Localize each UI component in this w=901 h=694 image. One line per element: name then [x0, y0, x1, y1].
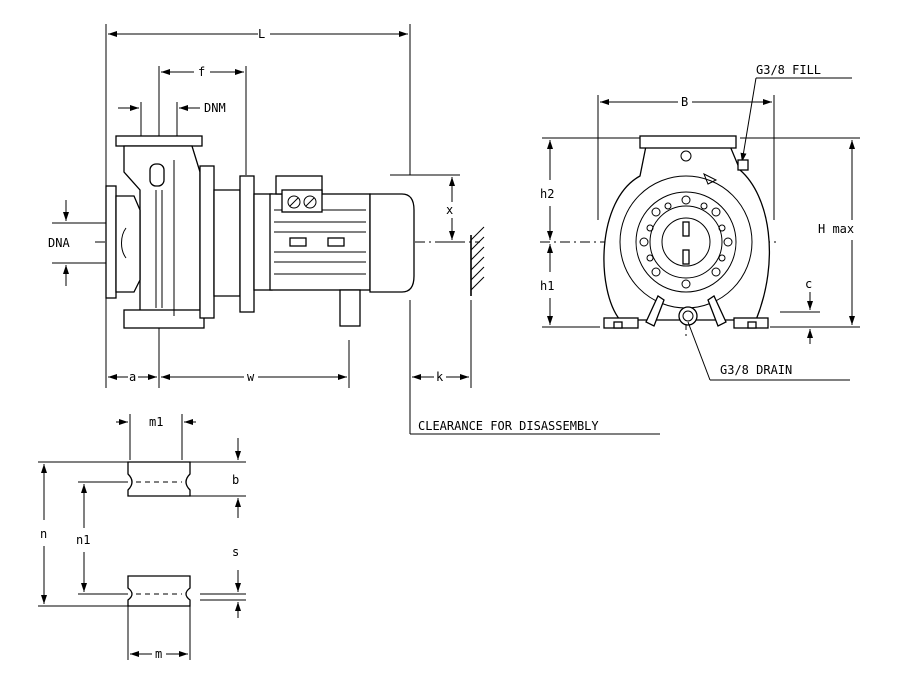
motor	[269, 175, 415, 327]
dim-x: x	[446, 203, 453, 217]
dim-DNM: DNM	[204, 101, 226, 115]
dim-n: n	[40, 527, 47, 541]
front-view: B G3/8 FILL h2 h1 H max c	[540, 63, 860, 381]
foot-detail: m1 b n n1 s m	[38, 414, 246, 661]
dim-DNA: DNA	[48, 236, 70, 250]
dim-a: a	[129, 370, 136, 384]
dim-n1: n1	[76, 533, 90, 547]
pump-casing	[105, 135, 273, 329]
dim-w: w	[247, 370, 255, 384]
dim-L: L	[258, 27, 265, 41]
side-view: L f DNM DNA x a w k CLEA	[48, 24, 660, 435]
dim-h1: h1	[540, 279, 554, 293]
dim-k: k	[436, 370, 444, 384]
wall-hatch	[470, 226, 485, 296]
dim-h2: h2	[540, 187, 554, 201]
dim-B: B	[681, 95, 688, 109]
dim-m1: m1	[149, 415, 163, 429]
fill-note: G3/8 FILL	[756, 63, 821, 77]
clearance-note: CLEARANCE FOR DISASSEMBLY	[418, 419, 599, 433]
dim-m: m	[155, 647, 162, 661]
drain-note: G3/8 DRAIN	[720, 363, 792, 377]
dim-c: c	[805, 277, 812, 291]
dim-b: b	[232, 473, 239, 487]
dim-f: f	[198, 65, 205, 79]
dim-Hmax: H max	[818, 222, 854, 236]
dim-s: s	[232, 545, 239, 559]
